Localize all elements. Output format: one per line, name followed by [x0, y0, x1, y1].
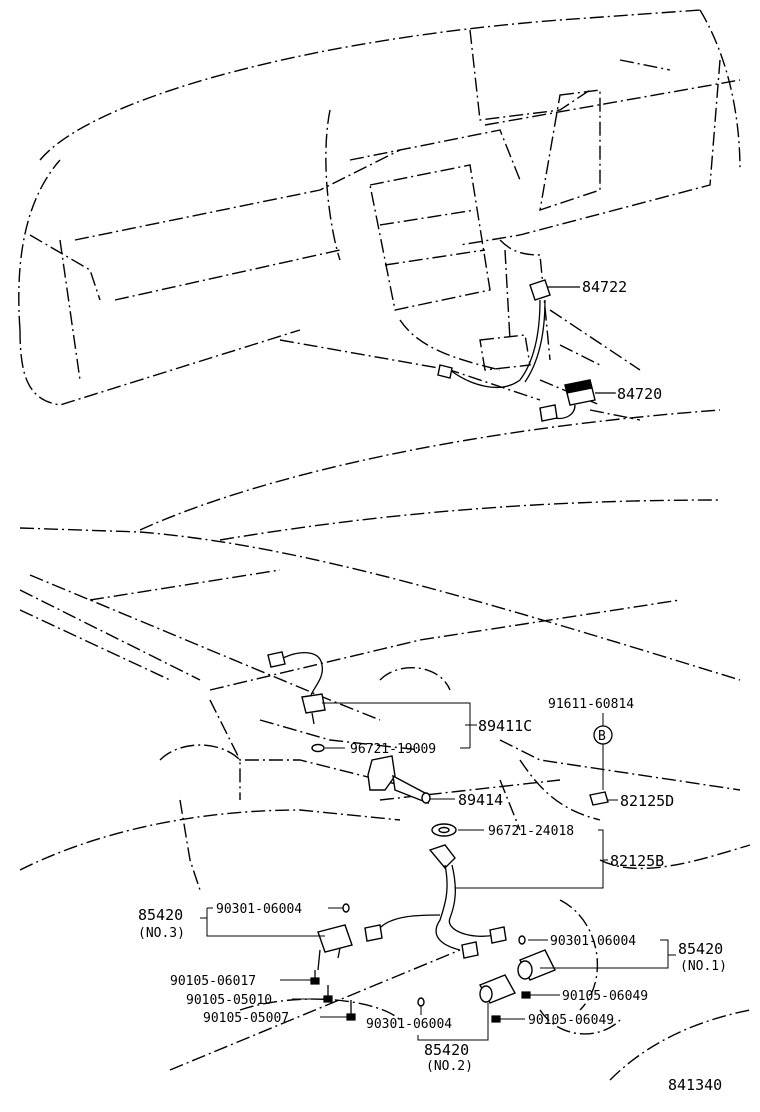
label-91611-60814: 91611-60814	[548, 697, 634, 712]
part-96721-24018-grommet	[431, 823, 457, 837]
part-85420-no2-sensor	[479, 974, 516, 1004]
label-90301-06004-a: 90301-06004	[216, 902, 302, 917]
label-85420-no1: 85420	[678, 940, 723, 958]
part-84722-switch	[437, 279, 580, 388]
dashboard-outline	[18, 9, 741, 421]
label-no3: (NO.3)	[138, 926, 185, 941]
label-90301-06004-b: 90301-06004	[550, 934, 636, 949]
label-84722: 84722	[582, 278, 627, 296]
label-90105-05010: 90105-05010	[186, 993, 272, 1008]
label-82125D: 82125D	[620, 792, 674, 810]
label-85420-no2: 85420	[424, 1041, 469, 1059]
part-89414-sensor	[367, 755, 431, 805]
label-90105-05007: 90105-05007	[203, 1011, 289, 1026]
label-84720: 84720	[617, 385, 662, 403]
floor-outline	[19, 409, 751, 1081]
label-90105-06049-b: 90105-06049	[528, 1013, 614, 1028]
label-85420-no3: 85420	[138, 906, 183, 924]
label-no1: (NO.1)	[680, 959, 727, 974]
part-89411C-sensor	[267, 651, 326, 725]
label-96721-19009: 96721-19009	[350, 742, 436, 757]
label-90105-06049-a: 90105-06049	[562, 989, 648, 1004]
part-96721-19009-oring	[311, 743, 325, 753]
label-96721-24018: 96721-24018	[488, 824, 574, 839]
label-89411C: 89411C	[478, 717, 532, 735]
callout-b-circle	[593, 725, 613, 745]
part-82125B-harness	[364, 844, 507, 959]
leader-lines	[200, 286, 676, 1041]
figure-id: 841340	[668, 1076, 722, 1094]
fastener-marks	[310, 903, 531, 1023]
part-82125D-clip	[589, 791, 609, 806]
label-90105-06017: 90105-06017	[170, 974, 256, 989]
label-no2: (NO.2)	[426, 1059, 473, 1074]
part-85420-no1-sensor	[517, 949, 556, 981]
label-89414: 89414	[458, 791, 503, 809]
part-85420-no3-sensor	[317, 924, 353, 971]
label-90301-06004-c: 90301-06004	[366, 1017, 452, 1032]
label-82125B: 82125B	[610, 852, 664, 870]
label-callout-b: B	[598, 729, 606, 744]
part-84720-switch	[539, 379, 615, 422]
